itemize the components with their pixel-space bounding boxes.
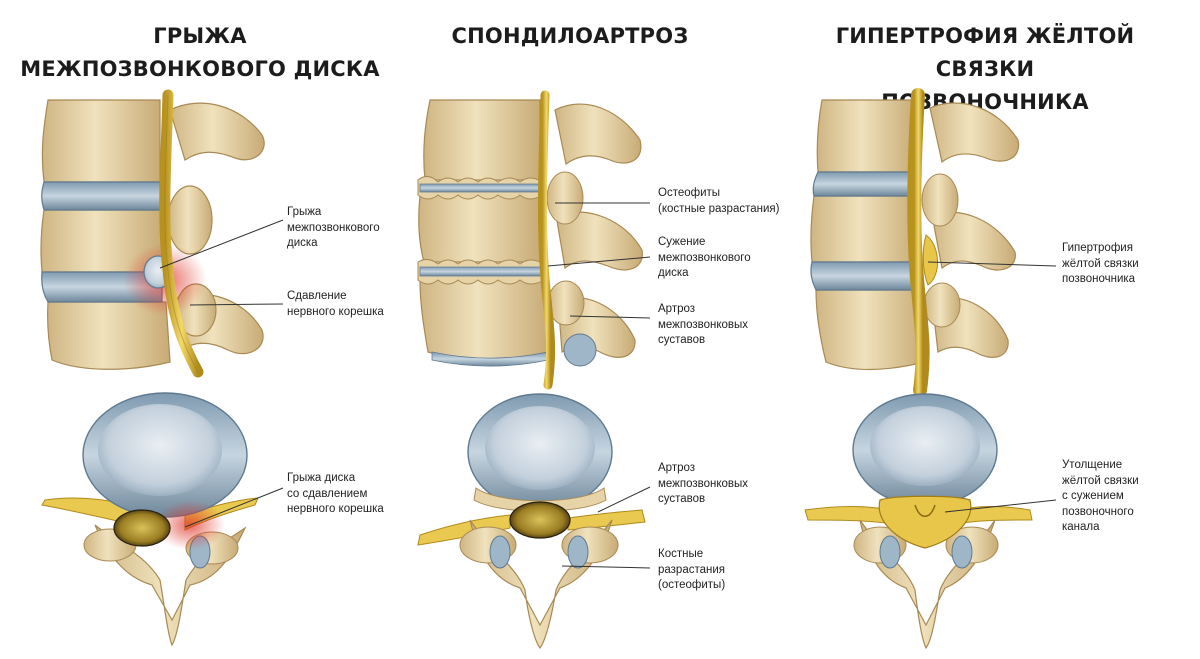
title-herniation: ГРЫЖА МЕЖПОЗВОНКОВОГО ДИСКА: [20, 20, 380, 86]
label-line: нервного корешка: [287, 305, 384, 318]
label-facet-arthrosis: Артроз межпозвонковых суставов: [658, 302, 748, 349]
label-line: межпозвонковых: [658, 477, 749, 490]
label-line: жёлтой связки: [1062, 257, 1139, 270]
label-line: суставов: [658, 334, 706, 346]
label-disc-herniation: Грыжа межпозвонкового диска: [287, 205, 380, 252]
label-facet-arthrosis-axial: Артроз межпозвонковых суставов: [658, 461, 748, 508]
label-line: нервного корешка: [287, 503, 384, 515]
label-ligament-thickening: Утолщение жёлтой связки с сужением позво…: [1062, 458, 1139, 536]
title-spondyloarthrosis: СПОНДИЛОАРТРОЗ: [420, 20, 720, 53]
ligament-side-view: [810, 88, 1057, 397]
label-line: Артроз: [658, 462, 696, 474]
label-line: позвоночного: [1062, 505, 1134, 518]
label-line: диска: [658, 267, 689, 279]
label-line: (остеофиты): [658, 579, 726, 591]
label-line: Сужение: [658, 236, 706, 248]
spondyloarthrosis-side-view: [417, 90, 651, 390]
label-line: разрастания: [658, 563, 726, 576]
label-line: Утолщение: [1062, 459, 1123, 471]
spondyloarthrosis-axial-view: [417, 393, 651, 650]
label-line: позвоночника: [1062, 273, 1136, 285]
label-line: диска: [287, 237, 318, 249]
label-line: межпозвонкового: [658, 251, 751, 264]
label-herniation-compression: Грыжа диска со сдавлением нервного кореш…: [287, 471, 384, 518]
label-line: Остеофиты: [658, 187, 721, 199]
label-nerve-root-compression: Сдавление нервного корешка: [287, 289, 384, 320]
label-line: канала: [1062, 521, 1100, 533]
herniation-axial-view: [41, 392, 284, 647]
label-osteophytes: Остеофиты (костные разрастания): [658, 186, 779, 217]
title-ligament-hypertrophy: ГИПЕРТРОФИЯ ЖЁЛТОЙ СВЯЗКИ ПОЗВОНОЧНИКА: [820, 20, 1150, 119]
label-line: суставов: [658, 493, 706, 505]
label-line: Грыжа: [287, 206, 322, 218]
label-line: Гипертрофия: [1062, 242, 1133, 254]
title-line: СПОНДИЛОАРТРОЗ: [451, 24, 689, 48]
herniation-side-view: [40, 89, 284, 378]
label-ligament-hypertrophy: Гипертрофия жёлтой связки позвоночника: [1062, 241, 1139, 288]
label-line: Грыжа диска: [287, 472, 356, 484]
label-line: Костные: [658, 548, 704, 560]
label-bone-growths: Костные разрастания (остеофиты): [658, 547, 725, 594]
label-line: (костные разрастания): [658, 202, 780, 215]
label-line: межпозвонкового: [287, 221, 380, 234]
label-line: межпозвонковых: [658, 318, 749, 331]
label-line: со сдавлением: [287, 487, 368, 500]
label-line: с сужением: [1062, 490, 1124, 502]
title-line: ГРЫЖА МЕЖПОЗВОНКОВОГО ДИСКА: [20, 24, 380, 81]
title-line: ГИПЕРТРОФИЯ ЖЁЛТОЙ СВЯЗКИ: [835, 24, 1135, 81]
label-disc-narrowing: Сужение межпозвонкового диска: [658, 235, 751, 282]
label-line: Артроз: [658, 303, 696, 315]
label-line: Сдавление: [287, 290, 347, 302]
label-line: жёлтой связки: [1062, 474, 1139, 487]
ligament-axial-view: [804, 393, 1057, 650]
